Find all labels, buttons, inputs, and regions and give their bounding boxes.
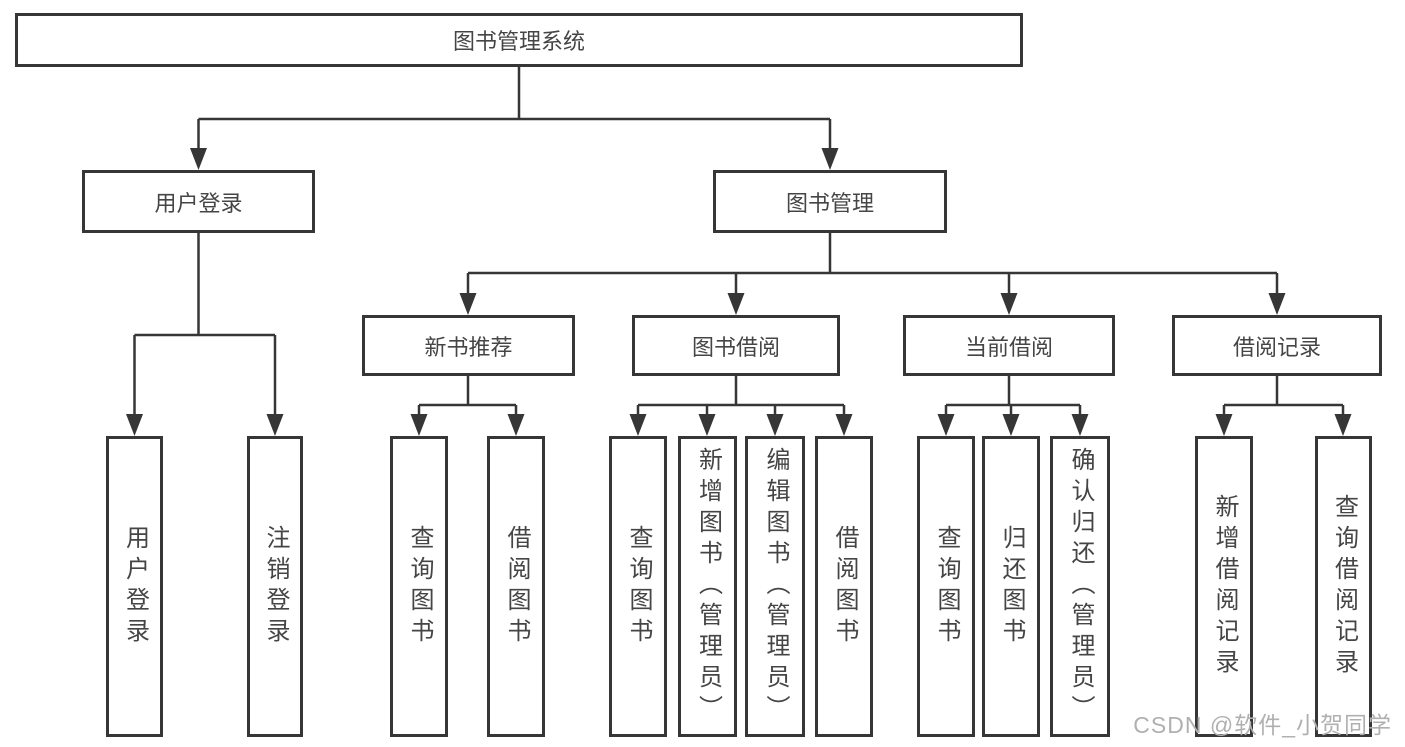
leaf-query-borrow-record: 查询借阅记录: [1315, 436, 1372, 737]
leaf-add-borrow-record: 新增借阅记录: [1195, 436, 1253, 737]
node-label: 图书借阅: [691, 334, 780, 360]
node-new-book-recommend: 新书推荐: [362, 315, 575, 376]
leaf-logout: 注销登录: [247, 436, 303, 737]
node-label: 借阅记录: [1232, 334, 1321, 360]
node-label: 新增图书（管理员）: [694, 447, 722, 726]
node-label: 查询借阅记录: [1330, 493, 1358, 680]
node-book-management: 图书管理: [713, 170, 947, 233]
node-label: 注销登录: [262, 524, 289, 649]
leaf-return-books: 归还图书: [982, 436, 1040, 737]
node-label: 图书管理: [785, 190, 874, 216]
node-label: 当前借阅: [964, 334, 1053, 360]
node-label: 查询图书: [933, 524, 960, 649]
node-user-login: 用户登录: [82, 170, 315, 233]
node-label: 归还图书: [998, 524, 1025, 649]
node-label: 用户登录: [121, 524, 149, 649]
node-label: 查询图书: [625, 524, 652, 649]
leaf-query-books-recommend: 查询图书: [390, 436, 448, 737]
leaf-edit-book-admin: 编辑图书（管理员）: [745, 436, 805, 737]
node-current-borrowing: 当前借阅: [903, 315, 1115, 376]
node-label: 编辑图书（管理员）: [762, 447, 789, 726]
node-label: 确认归还（管理员）: [1067, 447, 1094, 726]
leaf-borrow-books-recommend: 借阅图书: [487, 436, 545, 737]
arrowheads: [126, 148, 1352, 436]
node-label: 图书管理系统: [452, 29, 585, 54]
node-borrowing-records: 借阅记录: [1172, 315, 1382, 376]
node-label: 新书推荐: [424, 334, 513, 360]
leaf-user-login: 用户登录: [106, 436, 163, 737]
leaf-confirm-return-admin: 确认归还（管理员）: [1050, 436, 1110, 737]
leaf-borrow-books-borrowing: 借阅图书: [815, 436, 873, 737]
node-book-borrowing: 图书借阅: [632, 315, 840, 376]
node-label: 查询图书: [406, 524, 433, 649]
node-label: 用户登录: [154, 190, 243, 216]
node-label: 借阅图书: [831, 524, 858, 649]
leaf-query-books-borrowing: 查询图书: [609, 436, 667, 737]
leaf-add-book-admin: 新增图书（管理员）: [678, 436, 737, 737]
leaf-query-books-current: 查询图书: [917, 436, 975, 737]
node-label: 新增借阅记录: [1211, 493, 1238, 680]
node-label: 借阅图书: [503, 524, 530, 649]
node-library-management-system: 图书管理系统: [15, 13, 1023, 67]
watermark-text: CSDN @软件_小贺同学: [1133, 712, 1392, 738]
